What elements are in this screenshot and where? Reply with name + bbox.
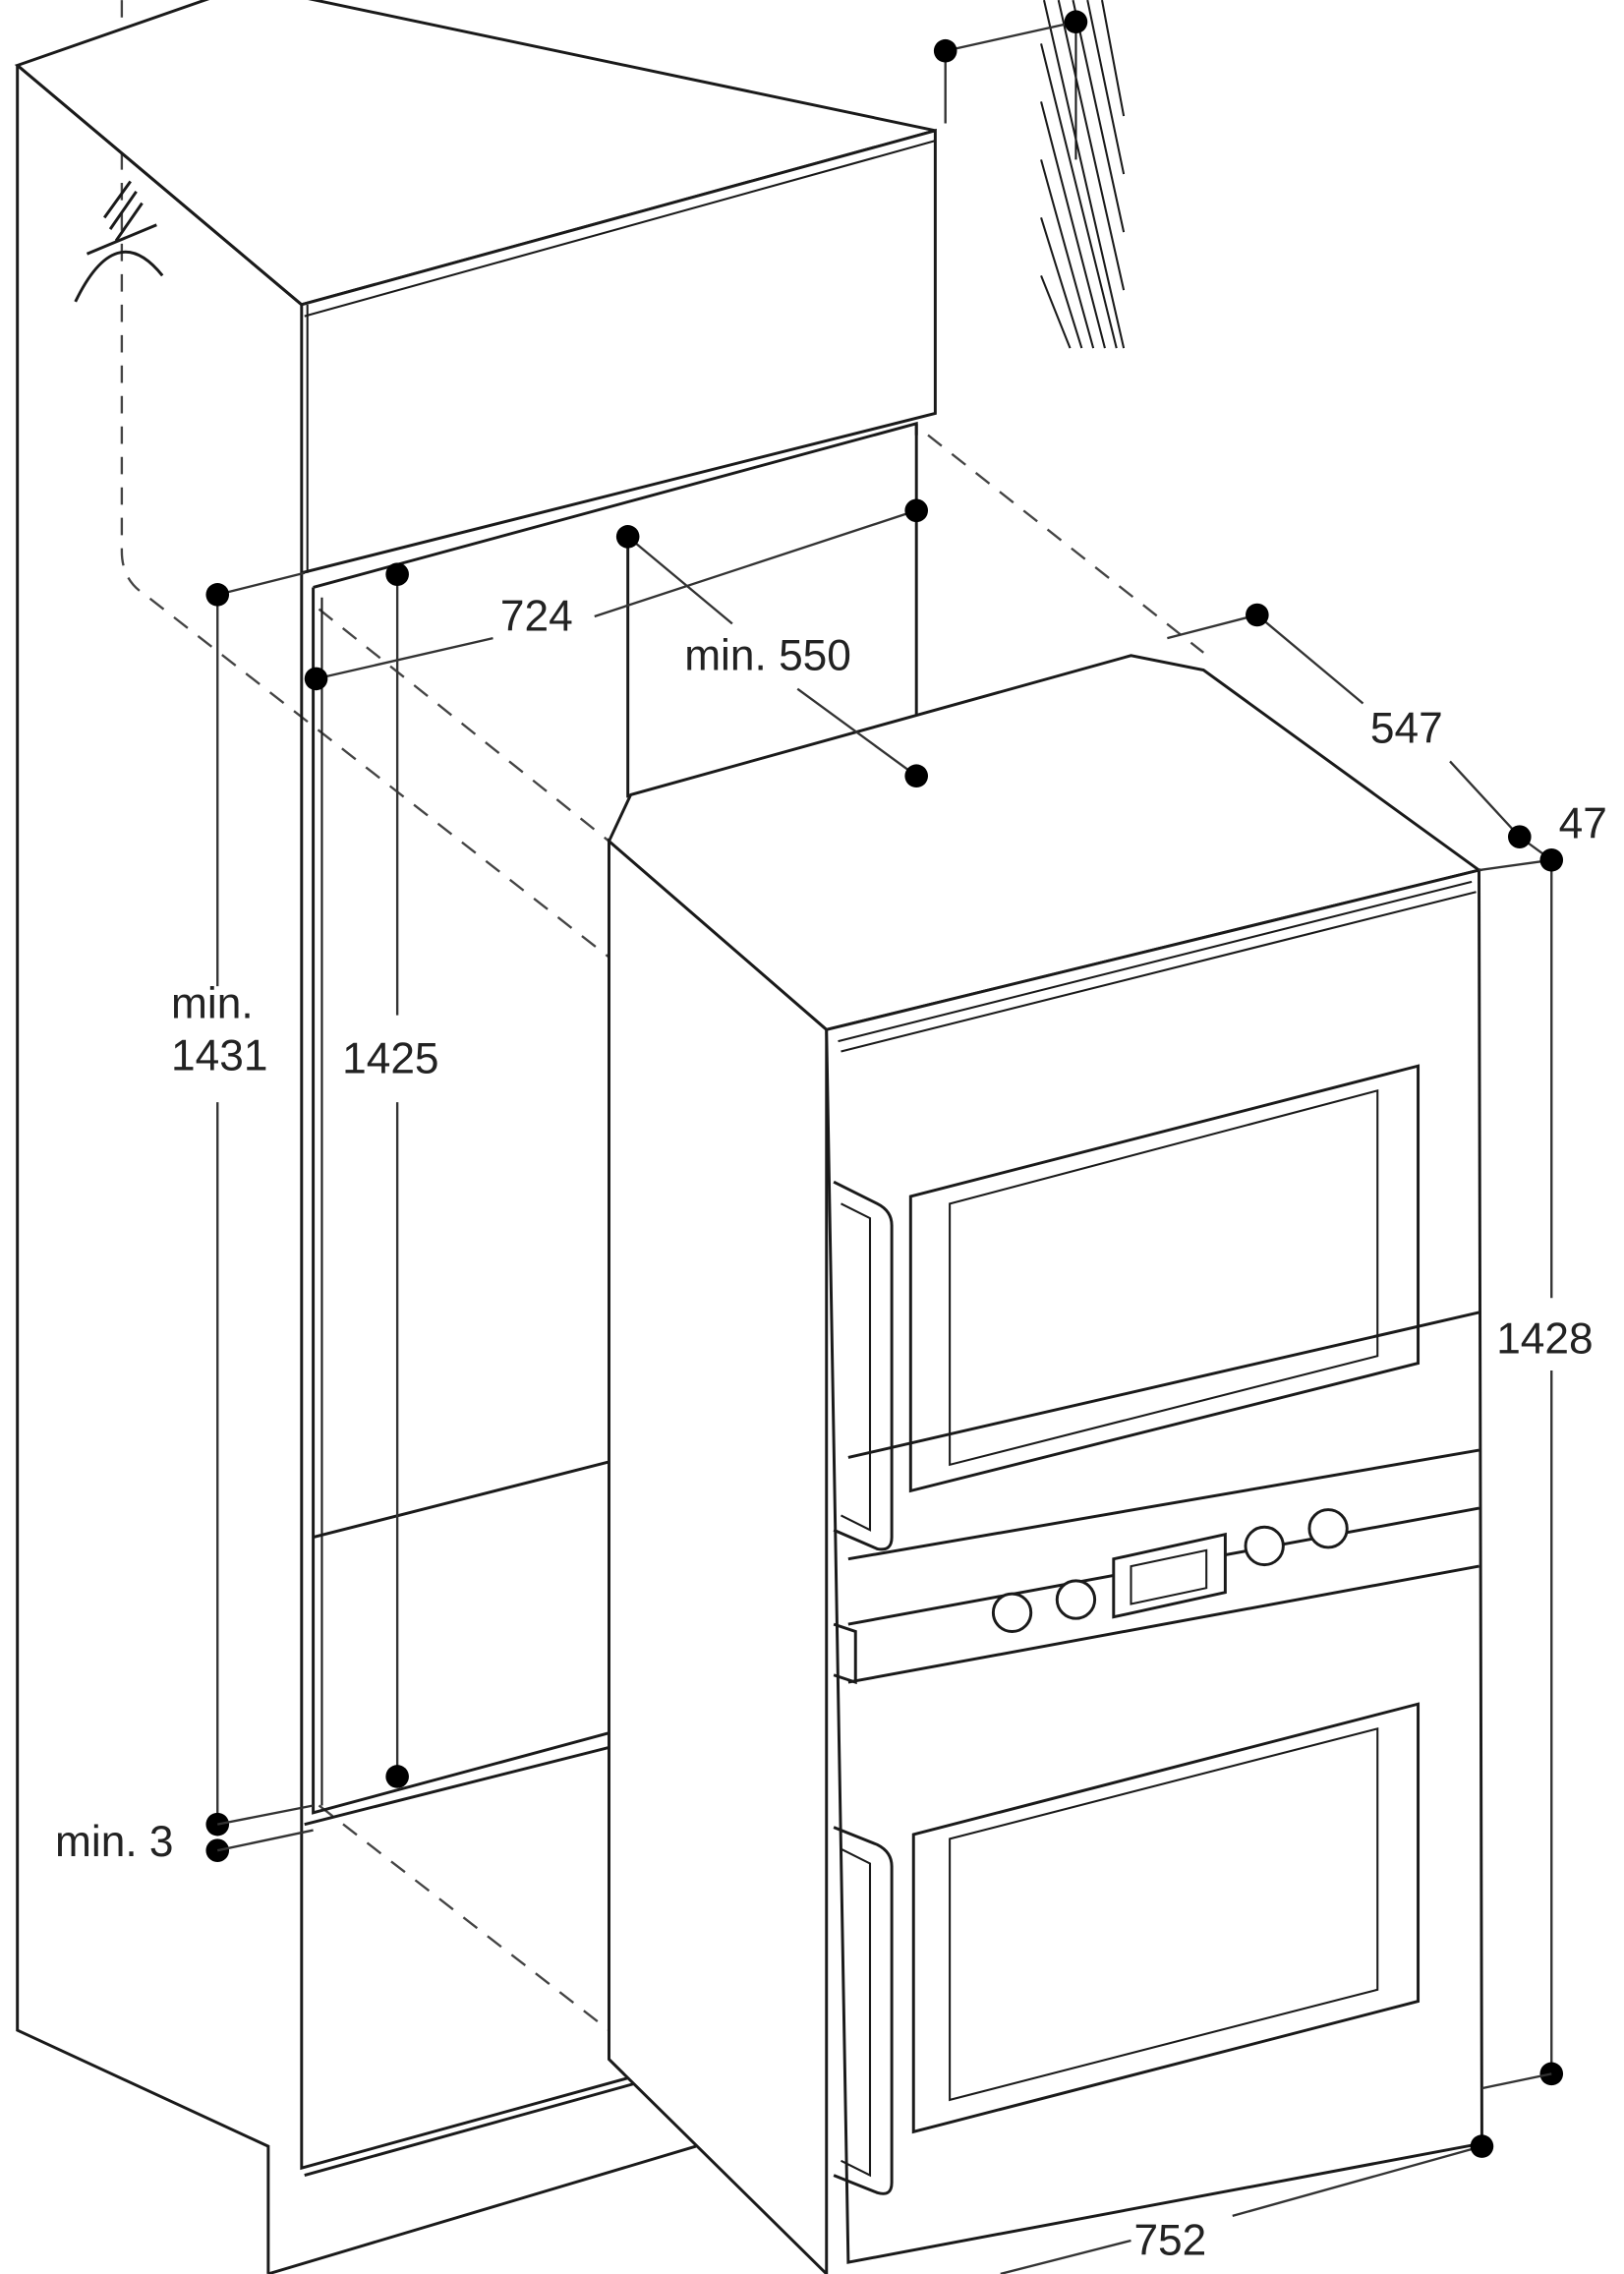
control-panel xyxy=(991,1508,1349,1633)
power-connection-icon xyxy=(74,180,164,303)
knob-4[interactable] xyxy=(1307,1508,1349,1549)
dim-label-547: 547 xyxy=(1370,704,1443,752)
dim-label-724: 724 xyxy=(500,593,573,641)
dim-label-1431: 1431 xyxy=(171,1032,267,1080)
knob-2[interactable] xyxy=(1055,1579,1097,1620)
lower-oven-window xyxy=(911,1702,1421,2134)
knob-1[interactable] xyxy=(991,1592,1033,1633)
dim-label-1425: 1425 xyxy=(342,1035,438,1083)
hidden-lines xyxy=(120,0,1204,2032)
dim-label-752: 752 xyxy=(1133,2217,1206,2265)
knob-3[interactable] xyxy=(1244,1525,1285,1567)
dim-label-min-550: min. 550 xyxy=(684,632,851,680)
dim-label-47: 47 xyxy=(1559,800,1607,848)
dim-label-min-word: min. xyxy=(171,980,254,1028)
upper-oven-window xyxy=(908,1064,1421,1493)
tall-cabinet xyxy=(14,0,937,2274)
dim-label-min-3: min. 3 xyxy=(55,1818,174,1866)
lower-door-handle xyxy=(833,1826,894,2195)
display-panel xyxy=(1112,1532,1227,1619)
wall-hatch xyxy=(1040,0,1126,349)
double-oven xyxy=(607,654,1483,2274)
dimensions: 724 min. 550 547 47 min. 1431 1425 1428 … xyxy=(55,10,1607,2274)
dim-label-1428: 1428 xyxy=(1496,1314,1593,1363)
upper-door-handle xyxy=(833,1180,894,1551)
